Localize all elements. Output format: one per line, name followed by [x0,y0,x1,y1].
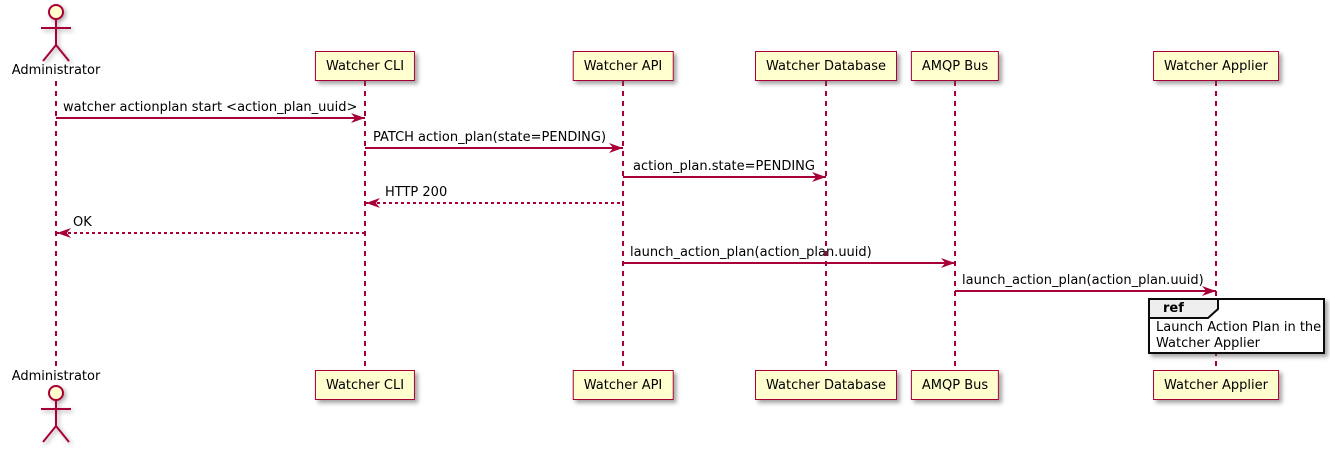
message-arrowhead-7 [1202,286,1216,296]
message-arrowhead-4 [366,198,380,208]
participant-label: AMQP Bus [921,58,989,74]
message-line-1 [56,117,365,119]
ref-pentagon [1148,298,1220,323]
participant-label: Watcher API [583,377,663,393]
message-arrowhead-5 [57,228,71,238]
participant-label: Watcher Database [766,58,886,74]
message-line-3 [623,176,826,178]
participant-watcher-applier-bottom: Watcher Applier [1153,370,1279,400]
message-label-6: launch_action_plan(action_plan.uuid) [630,245,872,260]
message-line-2 [365,147,623,149]
message-line-6 [623,262,955,264]
message-line-7 [955,290,1216,292]
participant-label: Watcher CLI [325,58,405,74]
lifeline-watcher-applier [1215,81,1217,370]
message-arrowhead-1 [351,113,365,123]
message-label-2: PATCH action_plan(state=PENDING) [373,130,607,145]
lifeline-administrator [55,81,57,370]
participant-watcher-cli-bottom: Watcher CLI [314,370,416,400]
participant-label: AMQP Bus [921,377,989,393]
actor-label-top: Administrator [11,63,101,78]
lifeline-watcher-database [825,81,827,370]
participant-label: Watcher API [583,58,663,74]
message-arrowhead-3 [812,172,826,182]
message-line-5 [56,232,365,234]
participant-watcher-database-top: Watcher Database [755,51,897,81]
participant-watcher-applier-top: Watcher Applier [1153,51,1279,81]
participant-watcher-cli-top: Watcher CLI [314,51,416,81]
participant-watcher-database-bottom: Watcher Database [755,370,897,400]
lifeline-watcher-cli [364,81,366,370]
message-label-1: watcher actionplan start <action_plan_uu… [63,100,358,115]
actor-figure-bottom [36,384,76,448]
participant-label: Watcher Applier [1164,58,1268,74]
message-label-5: OK [73,215,92,230]
message-label-4: HTTP 200 [385,185,448,200]
participant-label: Watcher Applier [1164,377,1268,393]
ref-text-line: Watcher Applier [1156,336,1260,351]
ref-text-line: Launch Action Plan in the [1156,320,1322,335]
message-label-3: action_plan.state=PENDING [633,159,815,174]
message-line-4 [365,202,623,204]
participant-label: Watcher Database [766,377,886,393]
lifeline-watcher-api [622,81,624,370]
participant-amqp-bus-top: AMQP Bus [910,51,1000,81]
lifeline-amqp-bus [954,81,956,370]
participant-watcher-api-top: Watcher API [572,51,674,81]
message-label-7: launch_action_plan(action_plan.uuid) [962,273,1204,288]
participant-watcher-api-bottom: Watcher API [572,370,674,400]
actor-icon [41,385,71,443]
participant-label: Watcher CLI [325,377,405,393]
ref-keyword: ref [1163,301,1184,316]
message-arrowhead-6 [941,258,955,268]
actor-label-bottom: Administrator [11,369,101,384]
message-arrowhead-2 [609,143,623,153]
actor-icon [41,4,71,62]
participant-amqp-bus-bottom: AMQP Bus [910,370,1000,400]
actor-figure-top [36,3,76,67]
